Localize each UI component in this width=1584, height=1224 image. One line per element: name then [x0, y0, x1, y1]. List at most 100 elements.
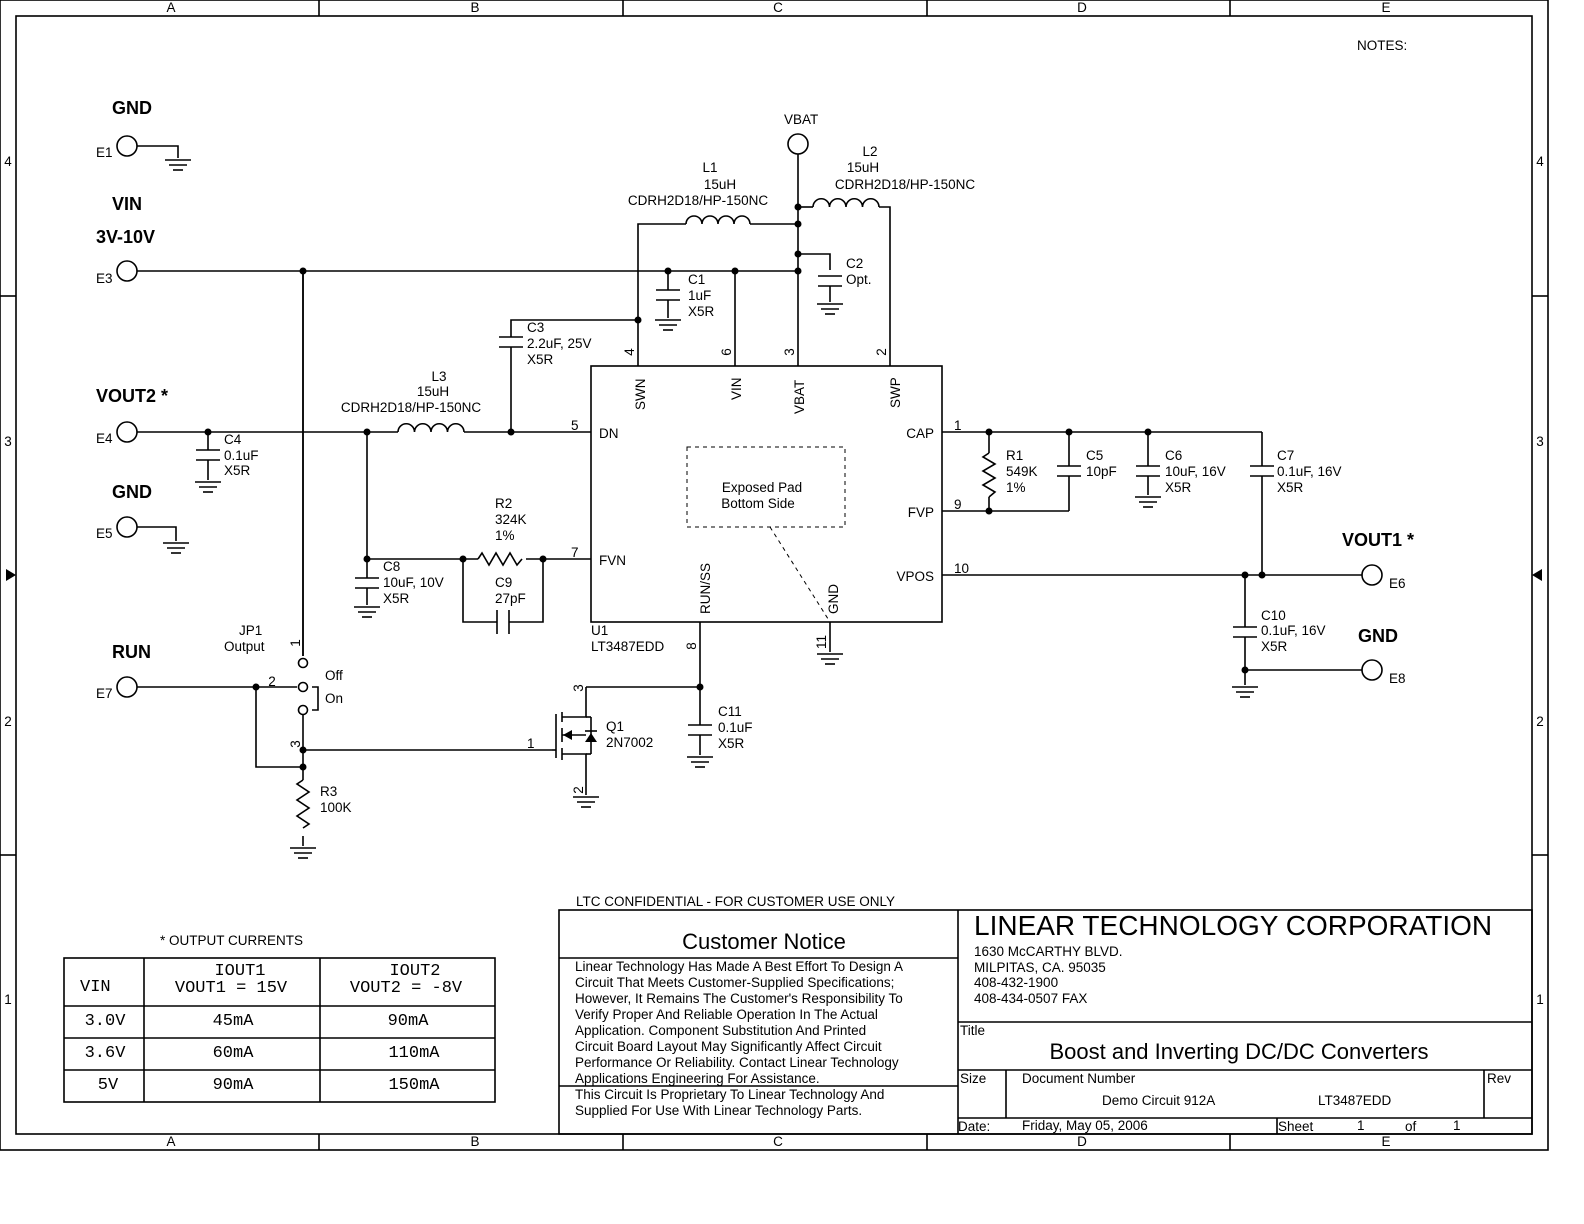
pin-fvp-name: FVP	[908, 505, 934, 520]
pin-swn-name: SWN	[633, 379, 648, 411]
terminal-e5: GND E5	[96, 482, 190, 554]
q1-pin3-number: 3	[571, 684, 586, 692]
proprietary-line: Supplied For Use With Linear Technology …	[575, 1103, 862, 1118]
date-label: Date:	[958, 1119, 990, 1134]
gnd-label: GND	[112, 98, 152, 118]
r2-ref: R2	[495, 496, 512, 511]
pin-runss-number: 8	[684, 642, 699, 650]
frame-row-3-right: 3	[1536, 434, 1544, 449]
notice-line: Applications Engineering For Assistance.	[575, 1071, 820, 1086]
title-label: Title	[960, 1023, 985, 1038]
terminal-e7: RUN E7	[96, 642, 151, 701]
c6-ref: C6	[1165, 448, 1182, 463]
table-title: * OUTPUT CURRENTS	[160, 933, 303, 948]
c3-value: 2.2uF, 25V	[527, 336, 592, 351]
pin-gnd-number: 11	[814, 635, 829, 649]
c5-value: 10pF	[1086, 464, 1117, 479]
l3-ref: L3	[431, 369, 446, 384]
pin-vpos-number: 10	[954, 561, 969, 576]
e1-ref: E1	[96, 145, 113, 160]
sheet-label: Sheet	[1278, 1119, 1314, 1134]
e5-ref: E5	[96, 526, 113, 541]
pin-fvn-name: FVN	[599, 553, 626, 568]
r3-ref: R3	[320, 784, 337, 799]
document-number: Demo Circuit 912A	[1102, 1093, 1215, 1108]
company-name: LINEAR TECHNOLOGY CORPORATION	[974, 910, 1492, 941]
vbat-label: VBAT	[784, 112, 818, 127]
notes-label: NOTES:	[1357, 38, 1407, 53]
c4-ref: C4	[224, 432, 242, 447]
address-line: 408-434-0507 FAX	[974, 991, 1087, 1006]
pin-vbat-name: VBAT	[792, 380, 807, 414]
frame-row-1: 1	[4, 992, 12, 1007]
table-cell: 90mA	[388, 1012, 430, 1031]
r1-ref: R1	[1006, 448, 1023, 463]
date-value: Friday, May 05, 2006	[1022, 1118, 1148, 1133]
frame-col-d-bottom: D	[1077, 1134, 1087, 1149]
capacitor-c7: C7 0.1uF, 16V X5R	[1250, 448, 1342, 495]
c5-ref: C5	[1086, 448, 1103, 463]
c4-type: X5R	[224, 463, 251, 478]
l2-part: CDRH2D18/HP-150NC	[835, 177, 976, 192]
frame-row-1-right: 1	[1536, 992, 1544, 1007]
e6-ref: E6	[1389, 576, 1406, 591]
c6-value: 10uF, 16V	[1165, 464, 1226, 479]
e3-ref: E3	[96, 271, 113, 286]
docnum-label: Document Number	[1022, 1071, 1136, 1086]
l1-ref: L1	[702, 160, 717, 175]
l1-value: 15uH	[704, 177, 736, 192]
size-label: Size	[960, 1071, 986, 1086]
part-number: LT3487EDD	[1318, 1093, 1392, 1108]
table-cell: 150mA	[388, 1076, 440, 1095]
c9-ref: C9	[495, 575, 512, 590]
terminal-vbat: VBAT	[784, 112, 818, 155]
notice-line: However, It Remains The Customer's Respo…	[575, 991, 903, 1006]
c1-value: 1uF	[688, 288, 711, 303]
frame-col-e-bottom: E	[1381, 1134, 1390, 1149]
c8-type: X5R	[383, 591, 410, 606]
resistor-r3: R3 100K	[289, 779, 352, 859]
c6-type: X5R	[1165, 480, 1192, 495]
frame-col-c: C	[773, 0, 783, 15]
address-line: 1630 McCARTHY BLVD.	[974, 944, 1123, 959]
pin-cap-number: 1	[954, 418, 962, 433]
notice-line: Circuit That Meets Customer-Supplied Spe…	[575, 975, 894, 990]
table-cell: 110mA	[388, 1044, 440, 1063]
q1-part: 2N7002	[606, 735, 653, 750]
frame-col-b-bottom: B	[470, 1134, 479, 1149]
sheet-total: 1	[1453, 1118, 1461, 1133]
drawing-title: Boost and Inverting DC/DC Converters	[1049, 1039, 1428, 1064]
e7-ref: E7	[96, 686, 113, 701]
notice-line: Verify Proper And Reliable Operation In …	[575, 1007, 878, 1022]
c1-ref: C1	[688, 272, 705, 287]
c7-value: 0.1uF, 16V	[1277, 464, 1342, 479]
of-label: of	[1405, 1119, 1417, 1134]
c7-ref: C7	[1277, 448, 1294, 463]
header-vout2: VOUT2 = -8V	[350, 979, 463, 998]
frame-col-d: D	[1077, 0, 1087, 15]
pin-fvp-number: 9	[954, 497, 962, 512]
header-vin: VIN	[80, 978, 111, 997]
exposed-pad-label: Exposed Pad	[722, 480, 802, 495]
pin-gnd-name: GND	[826, 584, 841, 614]
r2-tolerance: 1%	[495, 528, 515, 543]
c10-ref: C10	[1261, 608, 1286, 623]
jp1-label: Output	[224, 639, 265, 654]
title-block: LTC CONFIDENTIAL - FOR CUSTOMER USE ONLY…	[558, 894, 1533, 1135]
table-cell: 5V	[98, 1076, 119, 1095]
pin-fvn-number: 7	[571, 545, 579, 560]
terminal-e3: VIN 3V-10V E3	[96, 194, 155, 286]
c11-type: X5R	[718, 736, 745, 751]
frame-col-c-bottom: C	[773, 1134, 783, 1149]
pin-vpos-name: VPOS	[896, 569, 934, 584]
pin-swp-name: SWP	[888, 377, 903, 408]
header-iout1: IOUT1	[214, 962, 265, 981]
jp1-on-label: On	[325, 691, 343, 706]
jp1-ref: JP1	[239, 623, 262, 638]
c3-type: X5R	[527, 352, 554, 367]
c8-ref: C8	[383, 559, 400, 574]
e8-ref: E8	[1389, 671, 1406, 686]
frame-row-2: 2	[4, 714, 12, 729]
frame-col-e: E	[1381, 0, 1390, 15]
gnd-label: GND	[1358, 626, 1398, 646]
